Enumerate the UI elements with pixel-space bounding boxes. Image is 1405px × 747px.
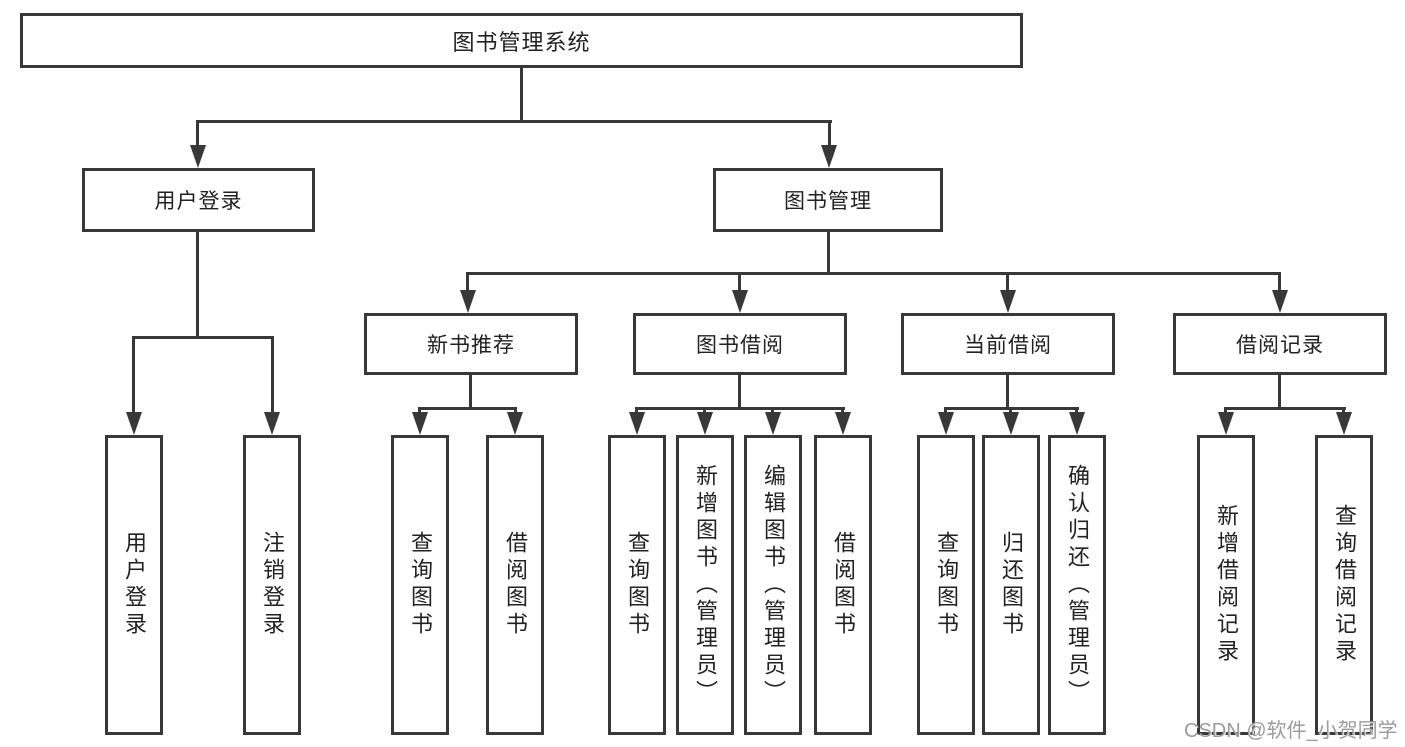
connector-line — [1075, 407, 1078, 415]
connector-line — [635, 407, 845, 410]
connector-line — [196, 120, 199, 148]
arrow-down-icon — [460, 290, 476, 313]
arrow-down-icon — [1000, 290, 1016, 313]
node-current-borrowing: 当前借阅 — [901, 313, 1115, 375]
arrow-down-icon — [1272, 290, 1288, 313]
arrow-down-icon — [732, 290, 748, 313]
leaf-logout: 注销登录 — [243, 435, 301, 735]
arrow-down-icon — [190, 145, 206, 168]
connector-line — [418, 407, 421, 415]
connector-line — [466, 272, 469, 292]
leaf-label: 注销登录 — [260, 531, 285, 639]
leaf-label: 确认归还（管理员） — [1065, 463, 1090, 707]
arrow-down-icon — [697, 412, 713, 435]
leaf-label: 新增借阅记录 — [1214, 504, 1239, 666]
leaf-return-books: 归还图书 — [982, 435, 1040, 735]
connector-line — [520, 68, 523, 120]
node-book-borrowing: 图书借阅 — [633, 313, 847, 375]
connector-line — [703, 407, 706, 415]
leaf-label: 用户登录 — [122, 531, 147, 639]
leaf-label: 查询图书 — [625, 531, 650, 639]
leaf-label: 编辑图书（管理员） — [761, 463, 786, 707]
leaf-borrow-books-borrowing: 借阅图书 — [814, 435, 872, 735]
arrow-down-icon — [1069, 412, 1085, 435]
node-borrowing-records: 借阅记录 — [1173, 313, 1387, 375]
connector-line — [635, 407, 638, 415]
leaf-label: 查询图书 — [934, 531, 959, 639]
connector-line — [271, 336, 274, 414]
connector-line — [828, 120, 831, 148]
leaf-label: 借阅图书 — [831, 531, 856, 639]
leaf-confirm-return-admin: 确认归还（管理员） — [1048, 435, 1106, 735]
arrow-down-icon — [1336, 412, 1352, 435]
node-new-book-recommend: 新书推荐 — [364, 313, 578, 375]
connector-line — [1006, 375, 1009, 407]
leaf-user-login: 用户登录 — [105, 435, 163, 735]
watermark: CSDN @软件_小贺同学 — [1184, 720, 1398, 742]
leaf-label: 新增图书（管理员） — [693, 463, 718, 707]
leaf-query-borrow-record: 查询借阅记录 — [1315, 435, 1373, 735]
leaf-query-books-borrowing: 查询图书 — [608, 435, 666, 735]
leaf-add-borrow-record: 新增借阅记录 — [1197, 435, 1255, 735]
connector-line — [944, 407, 947, 415]
leaf-borrow-books-recommend: 借阅图书 — [486, 435, 544, 735]
arrow-down-icon — [938, 412, 954, 435]
connector-line — [1278, 375, 1281, 407]
arrow-down-icon — [821, 145, 837, 168]
connector-line — [1009, 407, 1012, 415]
leaf-label: 查询图书 — [408, 531, 433, 639]
arrow-down-icon — [264, 412, 280, 435]
connector-line — [1278, 272, 1281, 292]
connector-line — [514, 407, 517, 415]
leaf-add-books-admin: 新增图书（管理员） — [676, 435, 734, 735]
connector-line — [196, 120, 832, 123]
connector-line — [132, 336, 274, 339]
connector-line — [738, 375, 741, 407]
node-user-login: 用户登录 — [82, 168, 315, 232]
connector-line — [196, 232, 199, 336]
arrow-down-icon — [412, 412, 428, 435]
arrow-down-icon — [629, 412, 645, 435]
arrow-down-icon — [507, 412, 523, 435]
connector-line — [469, 375, 472, 407]
node-book-management: 图书管理 — [713, 168, 943, 232]
connector-line — [738, 272, 741, 292]
arrow-down-icon — [1003, 412, 1019, 435]
connector-line — [1342, 407, 1345, 415]
connector-line — [841, 407, 844, 415]
leaf-label: 查询借阅记录 — [1332, 504, 1357, 666]
arrow-down-icon — [835, 412, 851, 435]
connector-line — [771, 407, 774, 415]
leaf-query-books-current: 查询图书 — [917, 435, 975, 735]
connector-line — [132, 336, 135, 414]
leaf-edit-books-admin: 编辑图书（管理员） — [744, 435, 802, 735]
arrow-down-icon — [126, 412, 142, 435]
connector-line — [1224, 407, 1227, 415]
arrow-down-icon — [1218, 412, 1234, 435]
arrow-down-icon — [765, 412, 781, 435]
leaf-label: 归还图书 — [999, 531, 1024, 639]
connector-line — [1224, 407, 1346, 410]
connector-line — [827, 232, 830, 272]
connector-line — [418, 407, 517, 410]
leaf-label: 借阅图书 — [503, 531, 528, 639]
connector-line — [1006, 272, 1009, 292]
leaf-query-books-recommend: 查询图书 — [391, 435, 449, 735]
connector-line — [466, 272, 1280, 275]
node-root: 图书管理系统 — [20, 13, 1023, 68]
